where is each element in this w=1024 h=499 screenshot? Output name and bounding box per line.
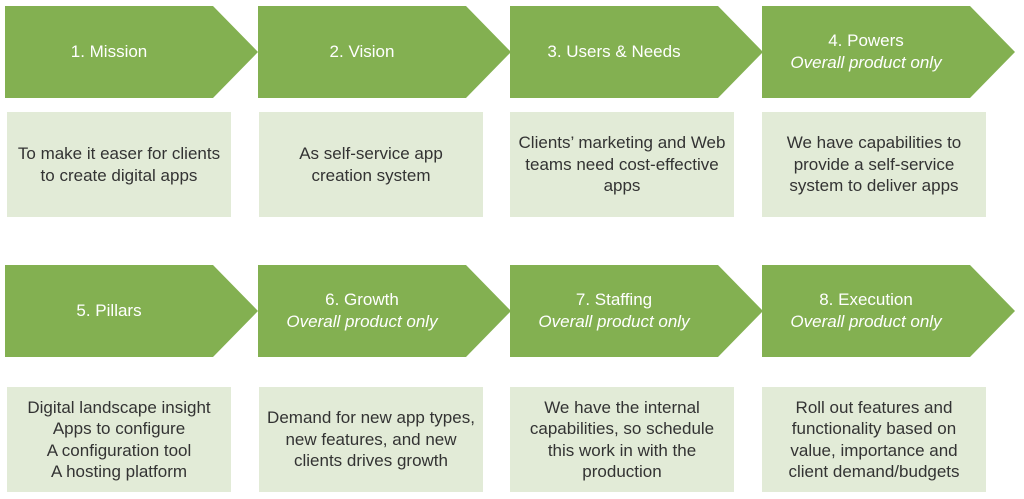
step-subtitle: Overall product only — [790, 53, 942, 72]
step-description: Demand for new app types, new features, … — [259, 387, 483, 492]
step-subtitle: Overall product only — [790, 312, 942, 331]
step-title: 4. Powers — [828, 31, 904, 50]
step-text: Clients’ marketing and Web teams need co… — [518, 133, 726, 196]
step-text: We have capabilities to provide a self-s… — [786, 133, 962, 196]
step-text: We have the internal capabilities, so sc… — [529, 397, 715, 482]
step-text: To make it easer for clients to create d… — [17, 144, 221, 185]
step-arrow: 3. Users & Needs — [510, 6, 763, 98]
pillar-item: Digital landscape insight — [27, 397, 211, 417]
step-arrow: 5. Pillars — [5, 265, 258, 357]
step-title: 6. Growth — [325, 290, 399, 309]
step-description: We have capabilities to provide a self-s… — [762, 112, 986, 217]
step-description: We have the internal capabilities, so sc… — [510, 387, 734, 492]
step-description: As self-service app creation system — [259, 112, 483, 217]
step-title: 3. Users & Needs — [547, 42, 681, 61]
step-text: As self-service app creation system — [299, 144, 443, 185]
step-title: 1. Mission — [70, 42, 148, 61]
step-description: Clients’ marketing and Web teams need co… — [510, 112, 734, 217]
step-title: 2. Vision — [329, 42, 395, 61]
step-description: To make it easer for clients to create d… — [7, 112, 231, 217]
step-subtitle: Overall product only — [286, 312, 438, 331]
step-description: Roll out features and functionality base… — [762, 387, 986, 492]
step-subtitle: Overall product only — [538, 312, 690, 331]
pillar-item: Apps to configure — [52, 419, 186, 438]
step-arrow: 1. Mission — [5, 6, 258, 98]
pillar-item: A hosting platform — [50, 462, 188, 481]
step-text: Demand for new app types, new features, … — [267, 408, 475, 471]
step-title: 8. Execution — [819, 290, 913, 309]
step-title: 7. Staffing — [575, 290, 653, 309]
step-title: 5. Pillars — [76, 301, 142, 320]
pillar-item: A configuration tool — [46, 440, 192, 460]
step-arrow: 2. Vision — [258, 6, 511, 98]
step-text: Roll out features and functionality base… — [788, 397, 960, 482]
